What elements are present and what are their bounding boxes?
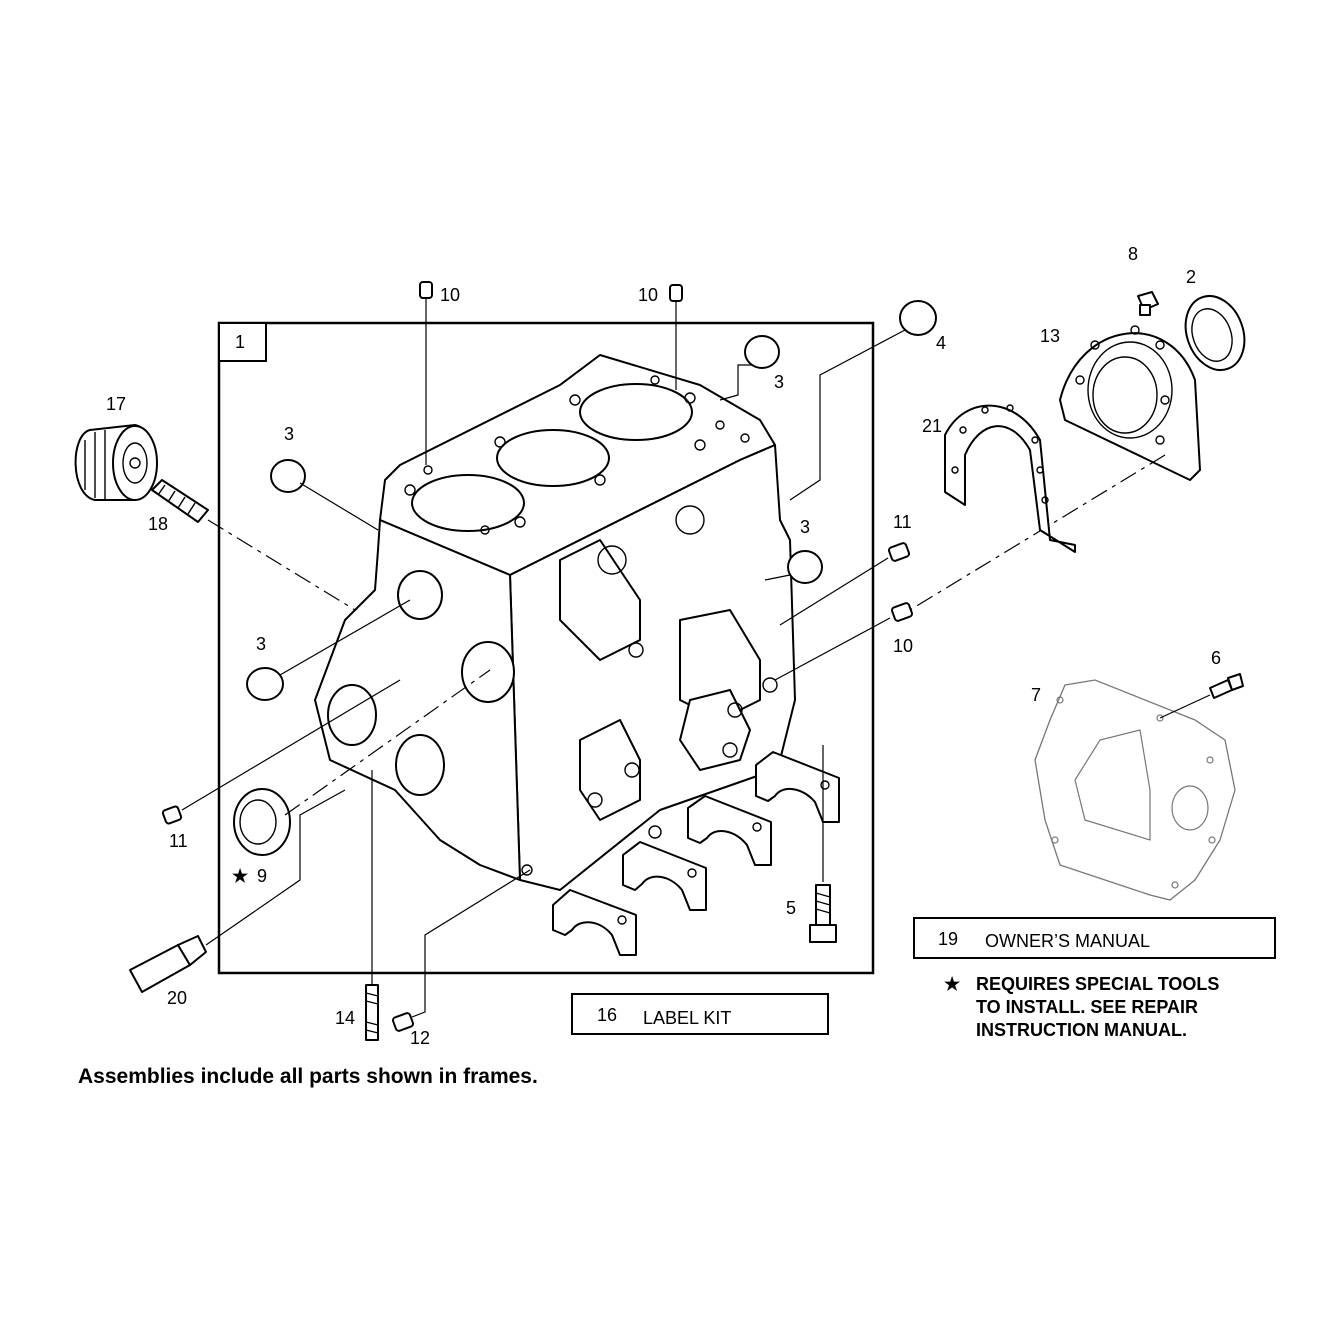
bolt-5 bbox=[809, 745, 837, 943]
label-number: 16 bbox=[597, 1005, 617, 1025]
callout-3d: 3 bbox=[256, 634, 266, 654]
rear-plate-7 bbox=[1034, 679, 1236, 901]
note-line-1: REQUIRES SPECIAL TOOLS bbox=[976, 974, 1219, 994]
callout-13: 13 bbox=[1040, 326, 1060, 346]
filter-nipple bbox=[151, 479, 356, 611]
callout-3c: 3 bbox=[800, 517, 810, 537]
callout-21: 21 bbox=[922, 416, 942, 436]
callout-labels: 10 10 2 8 13 4 3 3 3 3 17 18 21 11 10 6 … bbox=[106, 244, 1221, 1048]
gasket-21 bbox=[944, 404, 1076, 553]
dowel-10-right bbox=[774, 602, 914, 681]
stud-14 bbox=[365, 770, 379, 1041]
callout-11a: 11 bbox=[893, 512, 912, 532]
star-icon: ★ bbox=[944, 974, 961, 994]
bearing-caps bbox=[552, 751, 840, 956]
plug-4 bbox=[789, 300, 937, 501]
dowel-11-left bbox=[161, 679, 401, 825]
dowel-11-right bbox=[779, 542, 911, 626]
assembly-frame: 1 bbox=[217, 321, 875, 975]
special-tools-note: ★ REQUIRES SPECIAL TOOLS TO INSTALL. SEE… bbox=[944, 974, 1219, 1040]
callout-12: 12 bbox=[410, 1028, 430, 1048]
callout-5: 5 bbox=[786, 898, 796, 918]
label-text: LABEL KIT bbox=[643, 1008, 731, 1028]
plug-20 bbox=[129, 789, 346, 993]
assemblies-footnote: Assemblies include all parts shown in fr… bbox=[78, 1065, 538, 1088]
manual-text: OWNER’S MANUAL bbox=[985, 931, 1150, 951]
callout-10c: 10 bbox=[893, 636, 913, 656]
expansion-plugs bbox=[246, 335, 823, 701]
frame-number: 1 bbox=[235, 332, 245, 352]
callout-7: 7 bbox=[1031, 685, 1041, 705]
callout-20: 20 bbox=[167, 988, 187, 1008]
owners-manual-box: 19 OWNER’S MANUAL bbox=[913, 917, 1276, 959]
callout-18: 18 bbox=[148, 514, 168, 534]
callout-6: 6 bbox=[1211, 648, 1221, 668]
callout-3b: 3 bbox=[284, 424, 294, 444]
seal-retainer-13 bbox=[909, 325, 1201, 611]
cylinder-block bbox=[314, 354, 796, 891]
bolt-6 bbox=[1159, 673, 1244, 719]
callout-14: 14 bbox=[335, 1008, 355, 1028]
label-kit-box: 16 LABEL KIT bbox=[571, 993, 829, 1035]
callout-3a: 3 bbox=[774, 372, 784, 392]
manual-number: 19 bbox=[938, 929, 958, 949]
callout-11b: 11 bbox=[169, 831, 188, 851]
star-icon: ★ bbox=[232, 866, 249, 886]
callout-10b: 10 bbox=[638, 285, 658, 305]
dowel-12 bbox=[391, 869, 531, 1032]
oil-seal-2 bbox=[1184, 295, 1246, 371]
callout-9: 9 bbox=[257, 866, 267, 886]
note-line-3: INSTRUCTION MANUAL. bbox=[976, 1020, 1187, 1040]
callout-4: 4 bbox=[936, 333, 946, 353]
plug-8 bbox=[1137, 291, 1159, 316]
dowel-pins-top bbox=[419, 281, 683, 465]
callout-8: 8 bbox=[1128, 244, 1138, 264]
callout-2: 2 bbox=[1186, 267, 1196, 287]
note-line-2: TO INSTALL. SEE REPAIR bbox=[976, 997, 1198, 1017]
oil-filter bbox=[74, 424, 158, 501]
callout-17: 17 bbox=[106, 394, 126, 414]
callout-10a: 10 bbox=[440, 285, 460, 305]
oil-seal-9 bbox=[233, 669, 491, 856]
